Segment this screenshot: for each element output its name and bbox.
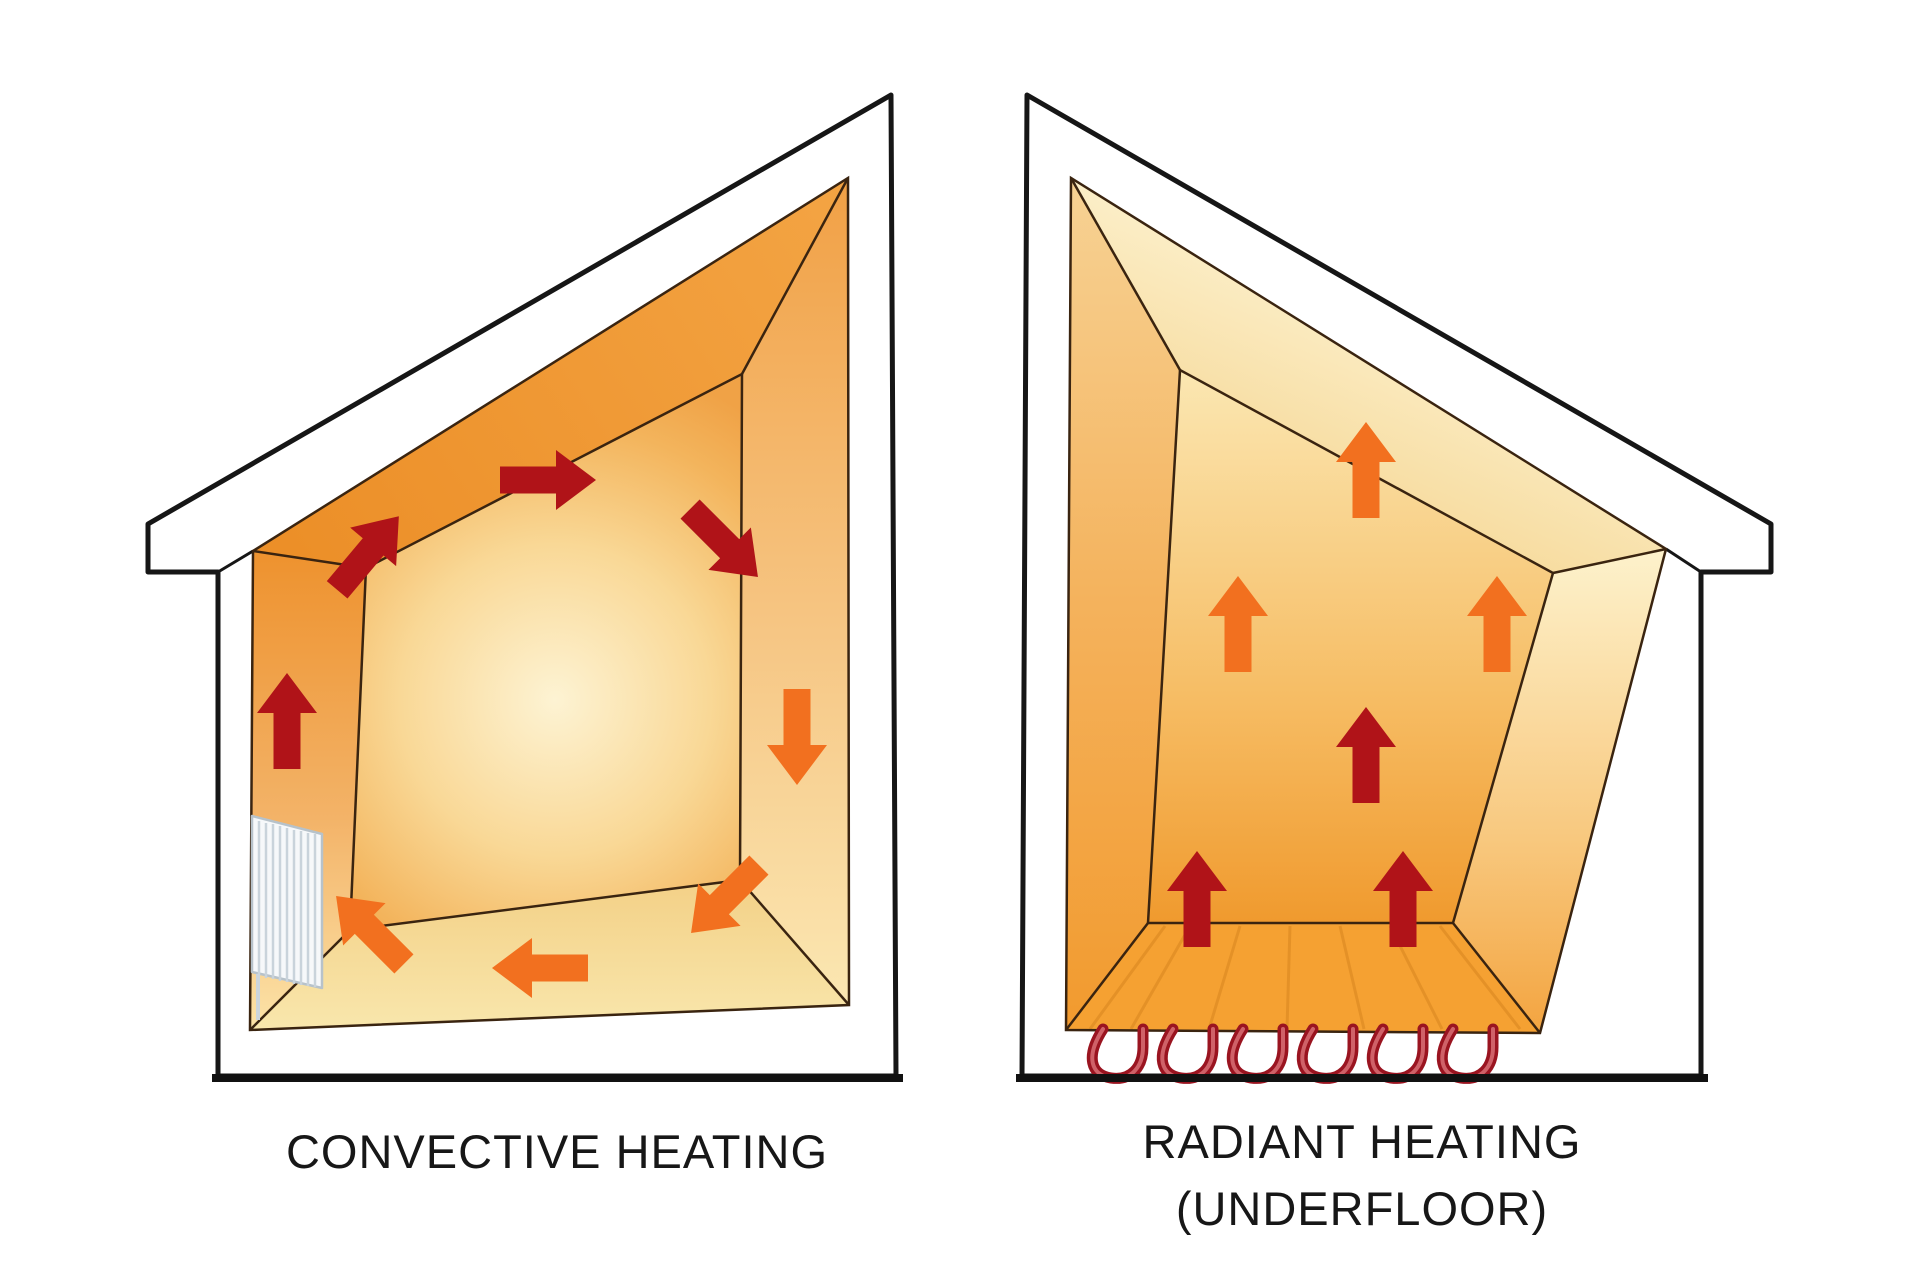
house-right-soffit-line <box>1665 547 1702 574</box>
house-radiant <box>1016 92 1774 1084</box>
heat-arrow-down-right <box>680 499 758 577</box>
caption-radiant-heating: RADIANT HEATING (UNDERFLOOR) <box>1022 1108 1702 1242</box>
heat-arrow-up <box>1167 851 1227 947</box>
heat-arrow-up <box>257 673 317 769</box>
floor-plank-lines <box>1088 925 1522 1030</box>
house-left-soffit-line <box>217 549 254 574</box>
heat-arrow-down <box>767 689 827 785</box>
room-right-floor <box>1066 923 1540 1033</box>
heat-arrow-right <box>500 450 596 510</box>
heat-arrow-down-left <box>691 855 769 933</box>
heat-arrow-up <box>1336 707 1396 803</box>
caption-right-line1: RADIANT HEATING <box>1142 1115 1582 1168</box>
room-right-left-wall <box>1066 178 1180 1030</box>
caption-convective-heating: CONVECTIVE HEATING <box>217 1118 897 1185</box>
convection-arrow-group <box>257 450 827 998</box>
heat-arrow-up <box>1336 422 1396 518</box>
heat-arrow-up-left <box>336 896 414 974</box>
house-convective <box>145 92 903 1082</box>
room-left-back-wall <box>350 374 742 930</box>
room-right-back-wall <box>1148 370 1553 923</box>
room-left-ceiling <box>253 178 848 568</box>
heat-arrow-up <box>1208 576 1268 672</box>
room-right-side-wall <box>1453 549 1666 1033</box>
caption-right-line2: (UNDERFLOOR) <box>1175 1182 1549 1235</box>
radiator <box>250 814 324 1020</box>
room-right-ceiling <box>1071 178 1666 573</box>
room-left-right-wall <box>740 178 849 1005</box>
radiator-fins <box>257 821 317 987</box>
caption-left-text: CONVECTIVE HEATING <box>285 1125 829 1178</box>
heat-arrow-up <box>1373 851 1433 947</box>
heat-arrow-left <box>492 938 588 998</box>
room-right-edges <box>1064 175 1668 1035</box>
heat-arrow-up-right <box>326 516 399 599</box>
radiant-arrow-group <box>1167 422 1527 947</box>
heat-arrow-up <box>1467 576 1527 672</box>
